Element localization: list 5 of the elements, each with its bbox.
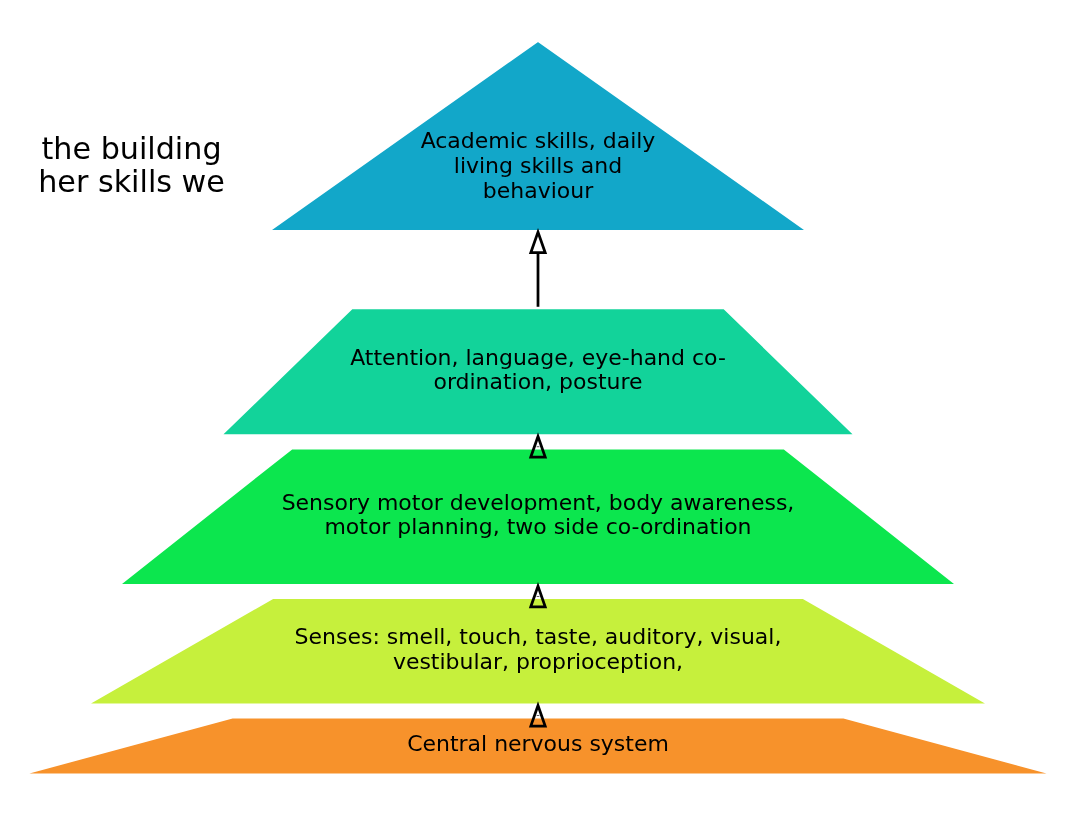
arrow — [528, 582, 548, 609]
label: the building her skills we — [38, 131, 225, 200]
arrow — [528, 228, 548, 307]
arrow — [528, 432, 548, 459]
arrow — [528, 701, 548, 728]
